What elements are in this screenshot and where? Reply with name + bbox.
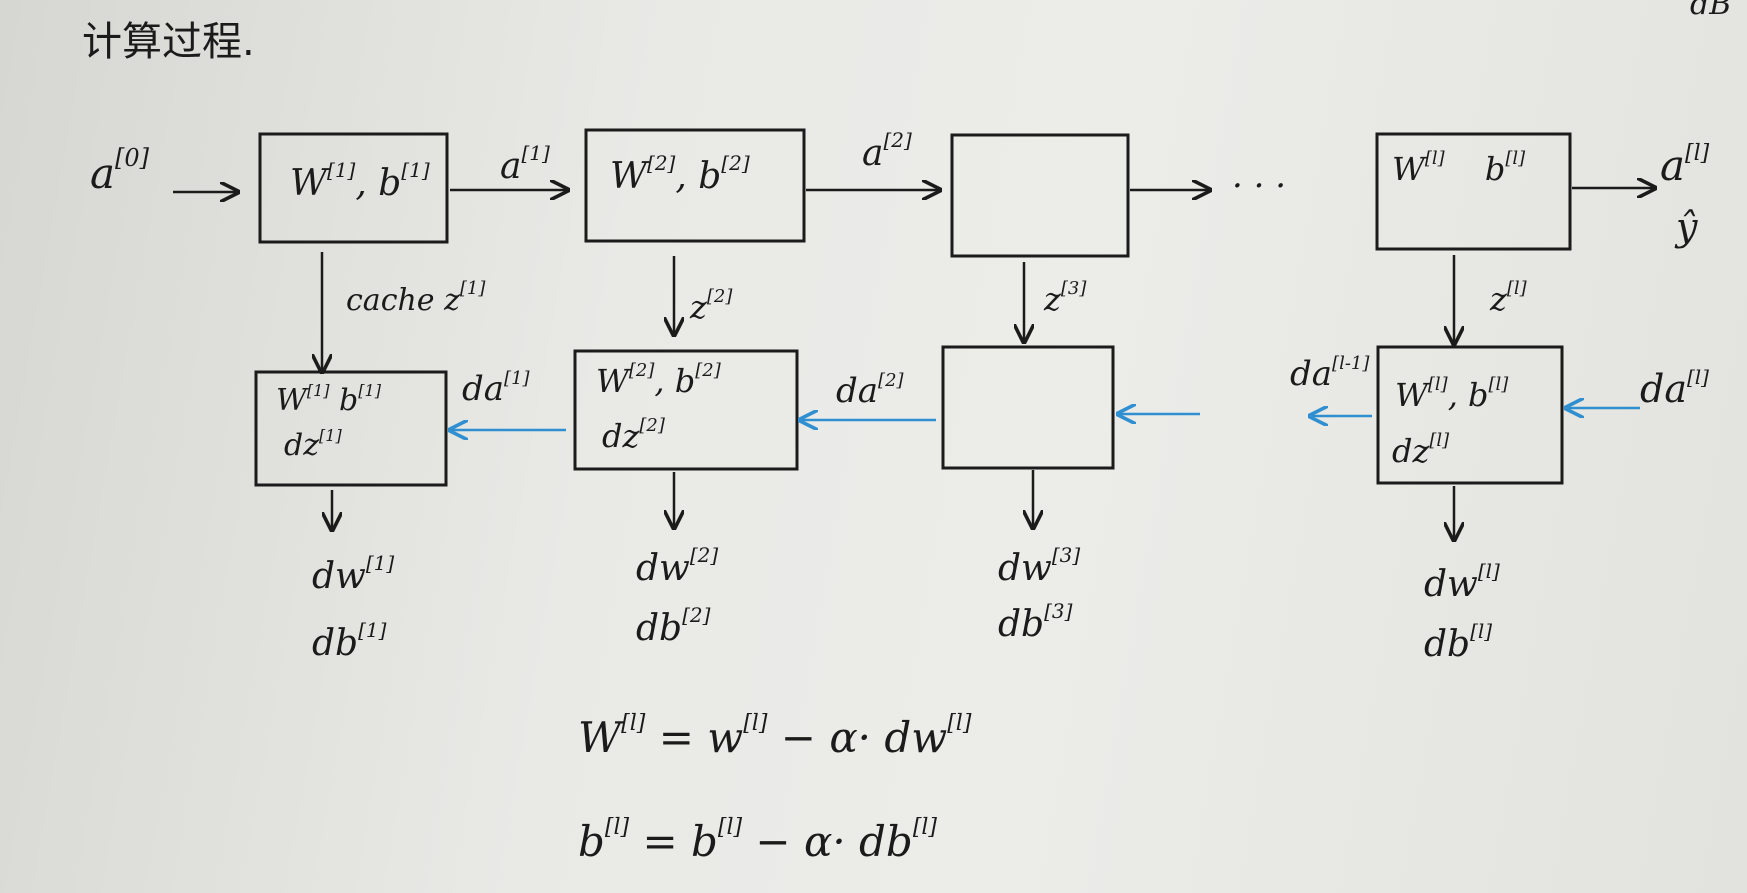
equation-w-update: W[l] = w[l] − α· dw[l]	[578, 711, 972, 762]
grad-dw-2: dw[2]	[636, 543, 718, 589]
backward-label-da1: da[1]	[462, 368, 531, 409]
forward-box-3	[950, 133, 1130, 258]
forward-label-a1: a[1]	[500, 141, 550, 187]
forward-label-a2: a[2]	[862, 128, 912, 174]
grad-dw-l: dw[l]	[1424, 559, 1500, 605]
backward-box-1-dz: dz[1]	[284, 426, 342, 463]
grad-db-3: db[3]	[998, 599, 1073, 645]
forward-box-1	[258, 132, 449, 244]
backward-label-da-l-1: da[l-1]	[1290, 353, 1370, 394]
cache-label-2: z[2]	[689, 286, 733, 326]
cache-label-l: z[l]	[1489, 278, 1528, 318]
forward-box-1-label: W[1], b[1]	[290, 158, 430, 204]
corner-text: dB	[1690, 0, 1731, 22]
cache-label-3: z[3]	[1043, 278, 1087, 318]
backward-label-da2: da[2]	[836, 370, 905, 411]
backward-box-l-wb: W[l], b[l]	[1395, 374, 1509, 414]
backward-box-l-dz: dz[l]	[1392, 430, 1450, 470]
input-a0: a[0]	[90, 144, 150, 198]
backward-box-1-wb: W[1] b[1]	[276, 381, 382, 418]
forward-ellipsis: · · ·	[1232, 166, 1286, 206]
backward-label-da-l: da[l]	[1640, 365, 1709, 411]
backward-box-2-wb: W[2], b[2]	[596, 360, 722, 400]
equation-b-update: b[l] = b[l] − α· db[l]	[578, 815, 937, 866]
output-a-l: a[l]	[1660, 141, 1710, 190]
grad-db-1: db[1]	[312, 618, 387, 664]
forward-box-l-label: W[l] b[l]	[1392, 148, 1526, 188]
grad-db-2: db[2]	[636, 603, 711, 649]
backward-box-l	[1376, 345, 1564, 485]
backward-box-3	[941, 345, 1115, 470]
forward-box-2	[584, 128, 806, 243]
grad-dw-1: dw[1]	[312, 551, 394, 597]
grad-db-l: db[l]	[1424, 619, 1492, 665]
forward-box-2-label: W[2], b[2]	[610, 151, 750, 197]
output-y-hat: ŷ	[1674, 205, 1698, 249]
page-title: 计算过程.	[82, 19, 255, 65]
forward-box-l	[1375, 132, 1572, 251]
cache-label-1: cache z[1]	[346, 278, 486, 318]
grad-dw-3: dw[3]	[998, 543, 1080, 589]
backward-box-1	[254, 370, 448, 487]
backward-box-2-dz: dz[2]	[602, 415, 666, 455]
backward-box-2	[573, 349, 799, 471]
